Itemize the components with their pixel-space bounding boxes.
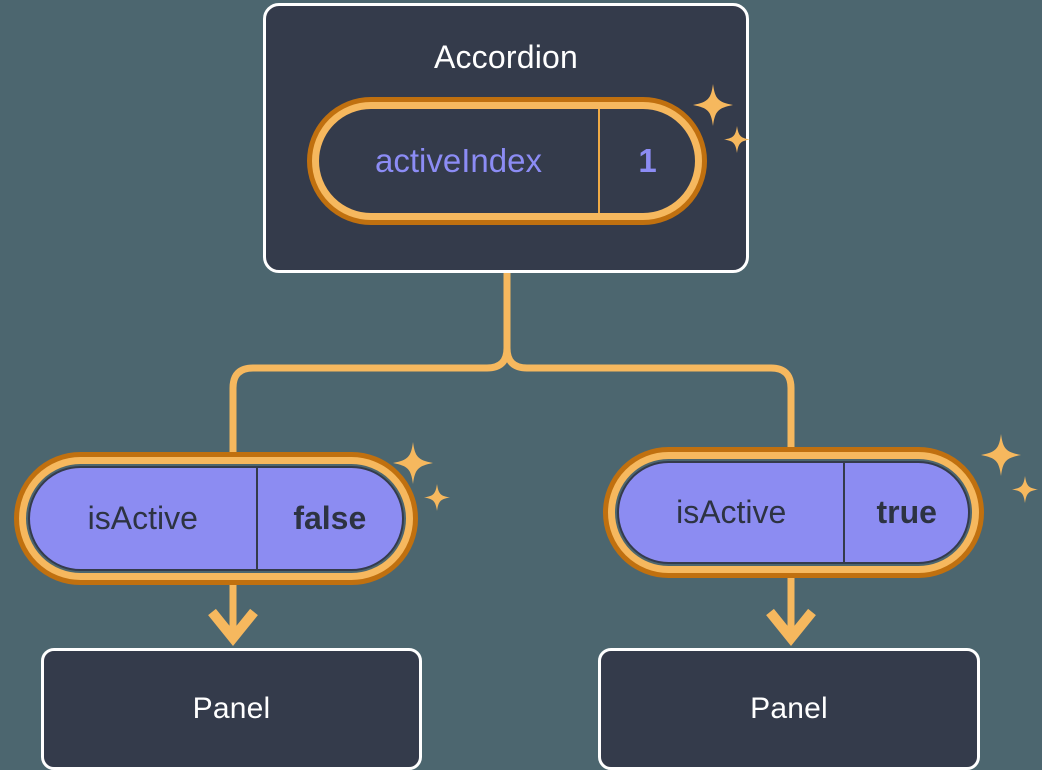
pill-outer-ring [14,452,418,585]
pill-inner-ring [312,102,702,220]
pill-inner-ring [19,457,413,580]
pill-body: activeIndex 1 [319,109,695,213]
state-key: isActive [676,494,787,530]
pill-body: isActive true [617,461,970,564]
arrow-down-icon-right [766,576,816,646]
pill-outer-ring [307,97,707,225]
panel-component-box-right[interactable]: Panel [598,648,980,770]
state-value: true [843,463,968,562]
pill-outer-ring [603,447,984,578]
sparkle-icon-right-pill [980,432,1042,517]
panel-component-box-left[interactable]: Panel [41,648,422,770]
state-value: 1 [638,142,657,179]
panel-title: Panel [192,692,271,725]
pill-body: isActive false [28,466,404,571]
panel-title: Panel [750,692,828,725]
state-key: activeIndex [319,109,600,213]
accordion-title: Accordion [433,39,579,75]
state-key: isActive [87,500,198,536]
arrow-down-icon-left [208,580,258,646]
state-value: false [255,468,402,569]
pill-inner-ring [608,452,979,573]
